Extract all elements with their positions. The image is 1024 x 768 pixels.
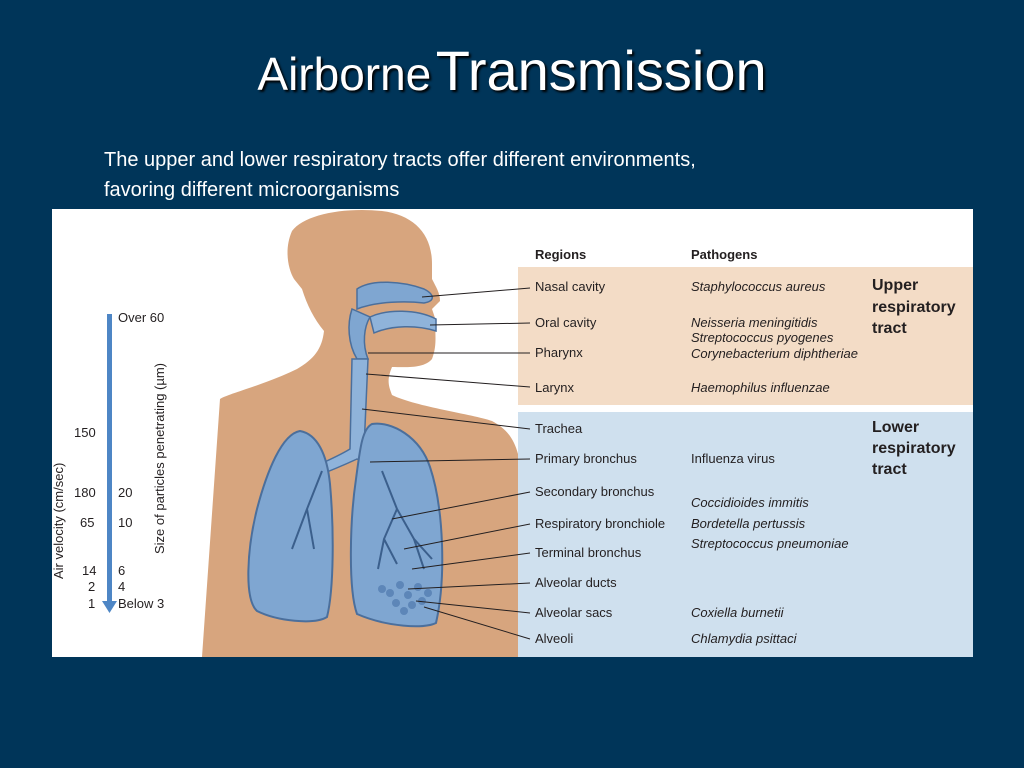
pathogen-staphylococcus-aureus: Staphylococcus aureus (691, 279, 826, 294)
pathogen-streptococcus-pneumoniae: Streptococcus pneumoniae (691, 536, 849, 551)
air-velocity-label: Air velocity (cm/sec) (52, 463, 66, 579)
upper-tract-label: Upper respiratory tract (872, 277, 956, 337)
region-trachea: Trachea (535, 421, 583, 436)
alveolar-clusters (378, 581, 432, 615)
nasal-cavity-shape (356, 281, 433, 311)
title-word-transmission: Transmission (435, 39, 767, 102)
region-terminal-bronchus: Terminal bronchus (535, 545, 642, 560)
pathogen-streptococcus-pyogenes: Streptococcus pyogenes (691, 330, 834, 345)
region-larynx: Larynx (535, 380, 575, 395)
particle-size-arrow-shaft (107, 314, 112, 604)
pathogen-coccidioides-immitis: Coccidioides immitis (691, 495, 809, 510)
region-oral-cavity: Oral cavity (535, 315, 597, 330)
figure-canvas: Air velocity (cm/sec) Size of particles … (52, 210, 973, 657)
size-below-3: Below 3 (118, 596, 164, 611)
header-pathogens: Pathogens (691, 247, 757, 262)
subtitle-line-2: favoring different microorganisms (104, 179, 400, 201)
velocity-150: 150 (74, 425, 96, 440)
size-4: 4 (118, 579, 125, 594)
region-secondary-bronchus: Secondary bronchus (535, 484, 655, 499)
upper-tract-line-2: respiratory (872, 299, 956, 316)
pathogen-coxiella-burnetii: Coxiella burnetii (691, 605, 785, 620)
subtitle-line-1: The upper and lower respiratory tracts o… (104, 149, 696, 171)
lower-tract-line-1: Lower (872, 419, 919, 436)
slide-subtitle: The upper and lower respiratory tracts o… (104, 145, 904, 205)
size-over-60: Over 60 (118, 310, 164, 325)
bronchial-tree (291, 470, 433, 570)
velocity-1: 1 (88, 596, 95, 611)
size-6: 6 (118, 563, 125, 578)
region-labels: Nasal cavity Oral cavity Pharynx Larynx … (535, 279, 665, 646)
left-lung (349, 422, 444, 628)
leader-lines (361, 287, 531, 640)
region-alveoli: Alveoli (535, 631, 573, 646)
velocity-180: 180 (74, 485, 96, 500)
lower-tract-line-2: respiratory (872, 440, 956, 457)
upper-tract-band (518, 267, 973, 405)
respiratory-tract-figure: Air velocity (cm/sec) Size of particles … (52, 209, 973, 657)
slide-title: Airborne Transmission (0, 38, 1024, 103)
lower-tract-label: Lower respiratory tract (872, 419, 956, 478)
region-respiratory-bronchiole: Respiratory bronchiole (535, 516, 665, 531)
region-pharynx: Pharynx (535, 345, 583, 360)
region-alveolar-sacs: Alveolar sacs (535, 605, 613, 620)
velocity-14: 14 (82, 563, 96, 578)
region-primary-bronchus: Primary bronchus (535, 451, 637, 466)
oral-cavity-shape (369, 310, 437, 335)
particle-size-arrow-head (102, 601, 117, 613)
size-10: 10 (118, 515, 132, 530)
pathogen-neisseria-meningitidis: Neisseria meningitidis (691, 315, 818, 330)
title-word-airborne: Airborne (257, 48, 432, 100)
region-nasal-cavity: Nasal cavity (535, 279, 606, 294)
pathogen-chlamydia-psittaci: Chlamydia psittaci (691, 631, 798, 646)
upper-tract-line-3: tract (872, 320, 907, 337)
right-lung (247, 429, 334, 623)
pathogen-bordetella-pertussis: Bordetella pertussis (691, 516, 806, 531)
lower-tract-band (518, 412, 973, 657)
axis-values: Over 60 150 180 20 65 10 14 6 2 4 1 Belo… (74, 310, 164, 611)
pathogen-influenza-virus: Influenza virus (691, 451, 775, 466)
velocity-65: 65 (80, 515, 94, 530)
upper-tract-line-1: Upper (872, 277, 918, 294)
velocity-2: 2 (88, 579, 95, 594)
pathogen-labels: Staphylococcus aureus Neisseria meningit… (691, 279, 858, 646)
particle-size-label: Size of particles penetrating (µm) (152, 363, 167, 554)
region-alveolar-ducts: Alveolar ducts (535, 575, 617, 590)
size-20: 20 (118, 485, 132, 500)
pathogen-corynebacterium-diphtheriae: Corynebacterium diphtheriae (691, 346, 858, 361)
lower-tract-line-3: tract (872, 461, 907, 478)
header-regions: Regions (535, 247, 586, 262)
pathogen-haemophilus-influenzae: Haemophilus influenzae (691, 380, 830, 395)
